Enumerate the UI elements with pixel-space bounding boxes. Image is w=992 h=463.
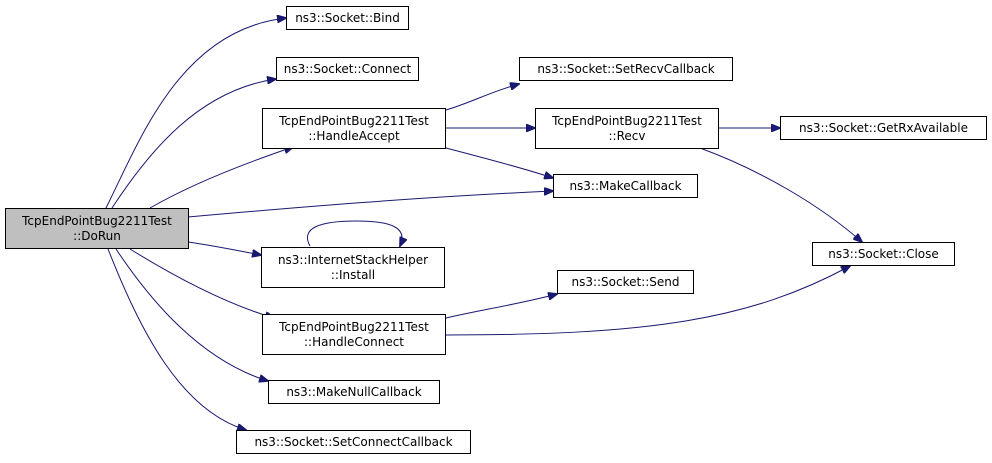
node-dorun-method: ::DoRun xyxy=(73,228,121,243)
node-recv-class: TcpEndPointBug2211Test xyxy=(552,113,702,128)
node-socket-send[interactable]: ns3::Socket::Send xyxy=(557,270,694,294)
node-handle-connect-method: ::HandleConnect xyxy=(303,334,405,349)
node-handle-accept-method: ::HandleAccept xyxy=(308,128,400,143)
edge-dorun-to-setconnectcallback xyxy=(107,248,246,430)
node-socket-get-rx-available-label: ns3::Socket::GetRxAvailable xyxy=(799,120,968,135)
edge-dorun-to-bind xyxy=(105,18,286,209)
node-recv[interactable]: TcpEndPointBug2211Test ::Recv xyxy=(535,108,719,149)
edge-handleaccept-to-makecallback xyxy=(445,147,553,178)
node-socket-get-rx-available[interactable]: ns3::Socket::GetRxAvailable xyxy=(780,116,987,140)
node-handle-accept[interactable]: TcpEndPointBug2211Test ::HandleAccept xyxy=(262,108,446,149)
node-dorun: TcpEndPointBug2211Test ::DoRun xyxy=(5,208,189,249)
node-socket-close[interactable]: ns3::Socket::Close xyxy=(812,242,955,266)
node-make-callback-label: ns3::MakeCallback xyxy=(569,178,682,193)
node-socket-send-label: ns3::Socket::Send xyxy=(571,274,680,289)
edge-recv-to-close xyxy=(699,147,862,242)
edge-dorun-to-handleaccept xyxy=(149,147,293,209)
node-internet-stack-helper-class: ns3::InternetStackHelper xyxy=(277,252,429,267)
edge-handleaccept-to-setrecvcallback xyxy=(445,84,519,111)
edge-install-self-loop xyxy=(307,220,402,246)
node-make-null-callback-label: ns3::MakeNullCallback xyxy=(286,384,422,399)
edge-dorun-to-makenullcallback xyxy=(115,248,268,381)
node-socket-set-connect-callback-label: ns3::Socket::SetConnectCallback xyxy=(254,434,453,449)
edge-handleconnect-to-close xyxy=(445,266,850,336)
node-socket-bind[interactable]: ns3::Socket::Bind xyxy=(286,6,409,30)
node-socket-close-label: ns3::Socket::Close xyxy=(828,246,939,261)
node-socket-connect[interactable]: ns3::Socket::Connect xyxy=(276,57,419,81)
node-recv-method: ::Recv xyxy=(608,128,646,143)
node-socket-set-connect-callback[interactable]: ns3::Socket::SetConnectCallback xyxy=(236,430,471,454)
edge-dorun-to-handleconnect xyxy=(129,248,274,318)
edge-dorun-to-install xyxy=(187,241,261,255)
edge-dorun-to-makecallback xyxy=(187,191,553,218)
node-make-callback[interactable]: ns3::MakeCallback xyxy=(553,174,698,198)
node-internet-stack-helper-method: ::Install xyxy=(330,267,376,282)
edge-dorun-to-connect xyxy=(111,79,276,209)
node-dorun-class: TcpEndPointBug2211Test xyxy=(22,213,172,228)
node-socket-set-recv-callback-label: ns3::Socket::SetRecvCallback xyxy=(537,61,715,76)
node-socket-connect-label: ns3::Socket::Connect xyxy=(283,61,412,76)
node-socket-set-recv-callback[interactable]: ns3::Socket::SetRecvCallback xyxy=(519,57,733,81)
node-socket-bind-label: ns3::Socket::Bind xyxy=(295,10,400,25)
node-make-null-callback[interactable]: ns3::MakeNullCallback xyxy=(268,380,440,404)
edge-handleconnect-to-send xyxy=(445,294,557,319)
node-handle-accept-class: TcpEndPointBug2211Test xyxy=(279,113,429,128)
node-handle-connect[interactable]: TcpEndPointBug2211Test ::HandleConnect xyxy=(262,314,446,355)
node-handle-connect-class: TcpEndPointBug2211Test xyxy=(279,319,429,334)
node-internet-stack-helper-install[interactable]: ns3::InternetStackHelper ::Install xyxy=(261,247,445,288)
